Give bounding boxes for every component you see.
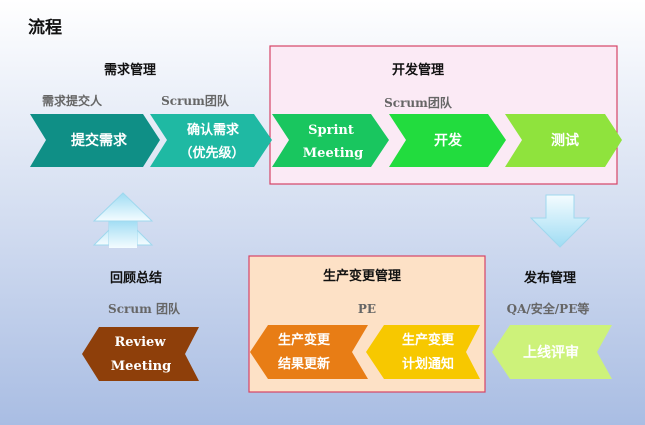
- step-change-result-line1: 生产变更: [278, 332, 331, 348]
- step-online-review-chevron: [492, 325, 612, 379]
- review-heading: 回顾总结: [110, 270, 162, 286]
- step-test-chevron: [505, 114, 622, 167]
- role-qa: QA/安全/PE等: [507, 301, 590, 316]
- dev-heading: 开发管理: [392, 62, 444, 78]
- step-retro-line2: Meeting: [111, 359, 171, 374]
- role-scrum-review: Scrum 团队: [108, 301, 181, 316]
- step-submit-chevron: [30, 114, 160, 167]
- step-retro-line1: Review: [114, 335, 166, 350]
- arrow-up-shaft: [109, 220, 137, 248]
- page-title: 流程: [28, 17, 62, 38]
- step-retro-chevron: [82, 327, 199, 381]
- role-scrum-dev: Scrum团队: [384, 95, 453, 110]
- step-test-label: 测试: [551, 132, 579, 149]
- change-heading: 生产变更管理: [323, 268, 401, 284]
- step-change-notice-chevron: [366, 325, 480, 379]
- step-confirm-line2: （优先级）: [179, 145, 244, 161]
- step-sprint-line2: Meeting: [303, 146, 363, 161]
- arrow-up-head: [92, 192, 154, 222]
- step-change-notice-line2: 计划通知: [402, 356, 454, 372]
- step-change-notice-line1: 生产变更: [402, 332, 455, 348]
- role-submitter: 需求提交人: [42, 93, 103, 108]
- step-submit-label: 提交需求: [71, 132, 128, 149]
- step-online-review-label: 上线评审: [523, 344, 579, 361]
- release-heading: 发布管理: [523, 270, 576, 286]
- step-confirm-line1: 确认需求: [187, 122, 240, 138]
- step-confirm-chevron: [150, 114, 272, 167]
- role-pe: PE: [358, 302, 376, 316]
- role-scrum-demand: Scrum团队: [161, 93, 230, 108]
- arrow-down-icon: [529, 194, 591, 248]
- step-develop-label: 开发: [434, 132, 463, 149]
- demand-heading: 需求管理: [104, 62, 156, 78]
- step-develop-chevron: [389, 114, 506, 167]
- step-sprint-line1: Sprint: [308, 123, 354, 138]
- step-change-result-chevron: [250, 325, 368, 379]
- step-sprint-chevron: [272, 114, 389, 167]
- step-change-result-line2: 结果更新: [278, 356, 330, 372]
